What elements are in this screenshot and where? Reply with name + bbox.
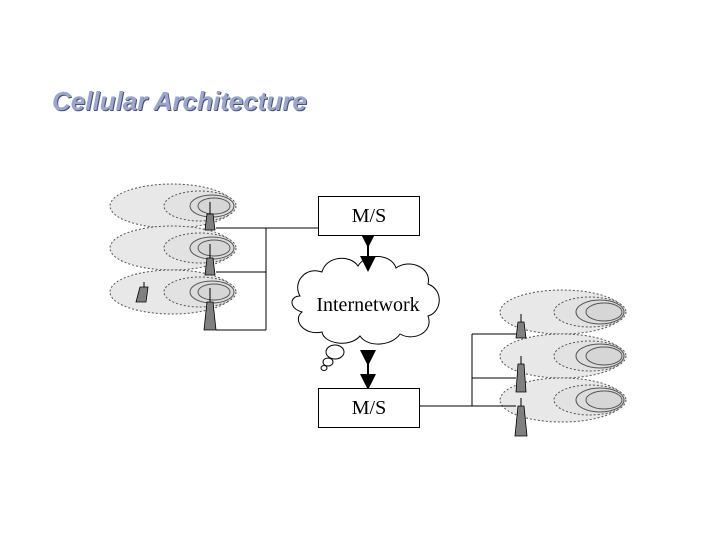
cell-tower-icon xyxy=(204,202,216,231)
cell-coverage-icon xyxy=(499,377,627,423)
left-wiring xyxy=(216,227,318,331)
ms-top-box: M/S xyxy=(318,196,420,236)
right-wiring xyxy=(420,333,516,407)
mobile-phone-icon xyxy=(135,282,149,303)
cell-tower-icon xyxy=(204,244,216,276)
cell-coverage-icon xyxy=(109,225,237,271)
cloud-icon xyxy=(291,256,440,371)
cell-tower-icon xyxy=(515,314,527,339)
slide-title: Cellular Architecture xyxy=(52,86,307,116)
internetwork-label: Internetwork xyxy=(316,294,420,316)
cell-coverage-icon xyxy=(499,333,627,379)
cell-coverage-icon xyxy=(499,289,627,335)
left-cell-cluster xyxy=(109,183,318,331)
right-cell-cluster xyxy=(420,289,627,437)
cell-tower-icon xyxy=(514,398,528,437)
cell-coverage-icon xyxy=(109,269,237,315)
cell-tower-icon xyxy=(515,356,527,393)
cell-coverage-icon xyxy=(109,183,237,229)
ms-bottom-box: M/S xyxy=(318,388,420,428)
